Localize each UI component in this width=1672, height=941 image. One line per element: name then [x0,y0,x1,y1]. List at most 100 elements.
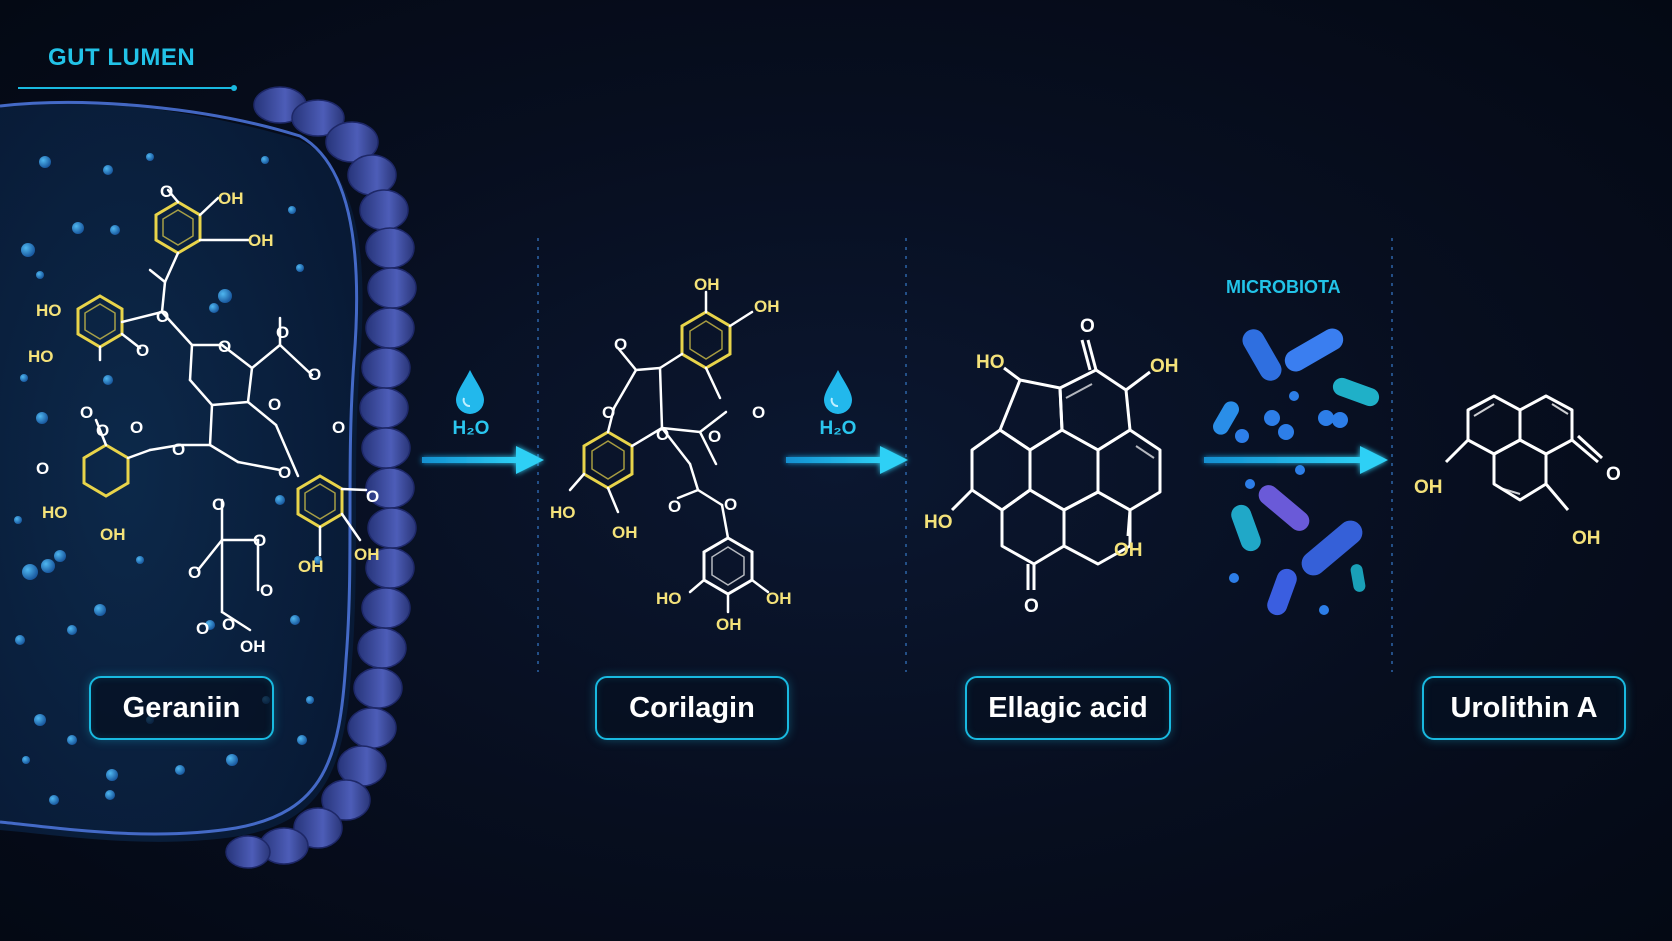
atom-label: HO [36,301,62,320]
water-drop-icon [456,370,484,414]
bacteria-rod [1267,568,1297,616]
corilagin-atom-labels: OH OH O O O O O O O HO OH HO OH OH [550,275,792,634]
atom-label: HO [656,589,682,608]
atom-label: O [156,307,169,326]
geraniin-atom-labels: O OH OH HO HO O O O O O O O O O O O HO O… [28,182,380,656]
bacteria-rod [1284,328,1344,372]
atom-label: O [212,495,225,514]
gut-lumen-region [0,86,417,869]
bacteria-rod [1258,485,1310,531]
atom-label: O [752,403,765,422]
atom-label: OH [766,589,792,608]
atom-label: O [656,425,669,444]
atom-label: O [308,365,321,384]
atom-label: O [218,337,231,356]
bacteria-coccus [1289,391,1299,401]
atom-label: O [260,581,273,600]
atom-label: OH [1414,477,1443,498]
atom-label: O [160,182,173,201]
arrow-step-1 [422,446,544,474]
gut-wall [225,86,417,869]
atom-label: HO [28,347,54,366]
atom-label: OH [248,231,274,250]
atom-label: O [278,463,291,482]
urolithin-a-atom-labels: OH O OH [1414,464,1621,549]
bacteria-coccus [1332,412,1348,428]
water-drop-icon [824,370,852,414]
microbiota-cluster [1213,328,1380,616]
atom-label: O [1024,596,1039,617]
stage-separators [537,238,1393,672]
bacteria-coccus [1295,465,1305,475]
atom-label: O [188,563,201,582]
atom-label: O [366,487,379,506]
atom-label: OH [716,615,742,634]
atom-label: O [222,615,235,634]
atom-label: O [1606,464,1621,485]
atom-label: OH [354,545,380,564]
corilagin-structure [568,290,770,614]
compound-label-geraniin: Geraniin [89,676,274,740]
atom-label: OH [298,557,324,576]
reagent-label: H₂O [819,418,857,439]
atom-label: HO [42,503,68,522]
atom-label: O [614,335,627,354]
bacteria-coccus [1319,605,1329,615]
atom-label: O [668,497,681,516]
microbiota-label: MICROBIOTA [1226,277,1341,297]
bacteria-coccus [1264,410,1280,426]
atom-label: O [172,440,185,459]
atom-label: O [196,619,209,638]
atom-label: OH [1572,528,1601,549]
atom-label: HO [550,503,576,522]
compound-label-ellagic-acid: Ellagic acid [965,676,1171,740]
atom-label: O [332,418,345,437]
bacteria-rod [1242,329,1282,381]
ellagic-acid-structure [950,339,1162,590]
atom-label: O [724,495,737,514]
gut-lumen-underline [18,85,237,91]
atom-label: O [268,395,281,414]
bacteria-rod [1332,377,1380,407]
reaction-arrows [422,446,1388,474]
atom-label: OH [1114,540,1143,561]
atom-label: HO [924,512,953,533]
bacteria-rod [1213,401,1239,435]
atom-label: O [80,403,93,422]
atom-label: O [36,459,49,478]
geraniin-structure [76,188,368,632]
atom-label: OH [1150,356,1179,377]
reagent-label: H₂O [452,418,490,439]
arrow-step-3 [1204,446,1388,474]
bacteria-coccus [1278,424,1294,440]
bacteria-rod [1350,564,1366,592]
bacteria-coccus [1235,429,1249,443]
bacteria-coccus [1318,410,1334,426]
bacteria-coccus [1245,479,1255,489]
atom-label: OH [240,637,266,656]
atom-label: O [708,427,721,446]
atom-label: O [253,531,266,550]
atom-label: O [1080,316,1095,337]
bacteria-rod [1301,520,1363,576]
lumen-bubbles [14,153,322,805]
water-droplets [456,370,852,414]
atom-label: HO [976,352,1005,373]
compound-label-urolithin-a: Urolithin A [1422,676,1626,740]
urolithin-a-structure [1444,394,1604,511]
bacteria-rod [1231,504,1261,552]
atom-label: O [136,341,149,360]
atom-label: OH [612,523,638,542]
atom-label: OH [754,297,780,316]
atom-label: OH [694,275,720,294]
bacteria-coccus [1229,573,1239,583]
atom-label: O [276,323,289,342]
atom-label: OH [218,189,244,208]
atom-label: O [602,403,615,422]
atom-label: OH [100,525,126,544]
lumen-fill [0,101,363,842]
compound-label-corilagin: Corilagin [595,676,789,740]
atom-label: O [130,418,143,437]
gut-lumen-title: GUT LUMEN [48,44,196,71]
